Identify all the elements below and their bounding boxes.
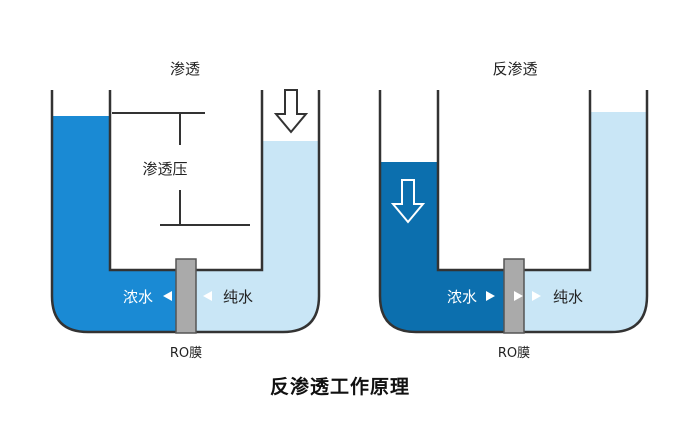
right-membrane-label: RO膜 [498, 346, 530, 361]
right-arrow-icon [514, 291, 523, 301]
right-pure-water [524, 112, 647, 332]
left-arrow-icon [163, 291, 172, 301]
osmosis-panel: 渗透 渗透压 浓水 纯水 RO膜 [50, 60, 321, 361]
right-pure-label: 纯水 [553, 288, 583, 306]
left-concentrated-label: 浓水 [123, 288, 153, 306]
left-ro-membrane [175, 258, 197, 334]
left-arrow-icon [203, 291, 212, 301]
left-pure-water [196, 141, 319, 332]
left-pure-label: 纯水 [223, 288, 253, 306]
left-concentrated-water [52, 116, 176, 332]
osmosis-title: 渗透 [170, 60, 200, 78]
left-u-tube-inner [108, 90, 264, 272]
right-concentrated-water [380, 162, 504, 332]
right-arrow-icon [486, 291, 495, 301]
right-u-tube-inner [436, 90, 592, 272]
right-arrow-icon [532, 291, 541, 301]
down-arrow-icon [390, 179, 426, 224]
reverse-osmosis-panel: 反渗透 浓水 纯水 RO膜 [378, 60, 649, 361]
right-concentrated-label: 浓水 [447, 288, 477, 306]
osmotic-pressure-label: 渗透压 [142, 160, 187, 178]
down-arrow-icon [273, 89, 309, 134]
reverse-osmosis-title: 反渗透 [492, 60, 537, 78]
diagram-caption: 反渗透工作原理 [270, 375, 410, 398]
left-membrane-label: RO膜 [170, 346, 202, 361]
